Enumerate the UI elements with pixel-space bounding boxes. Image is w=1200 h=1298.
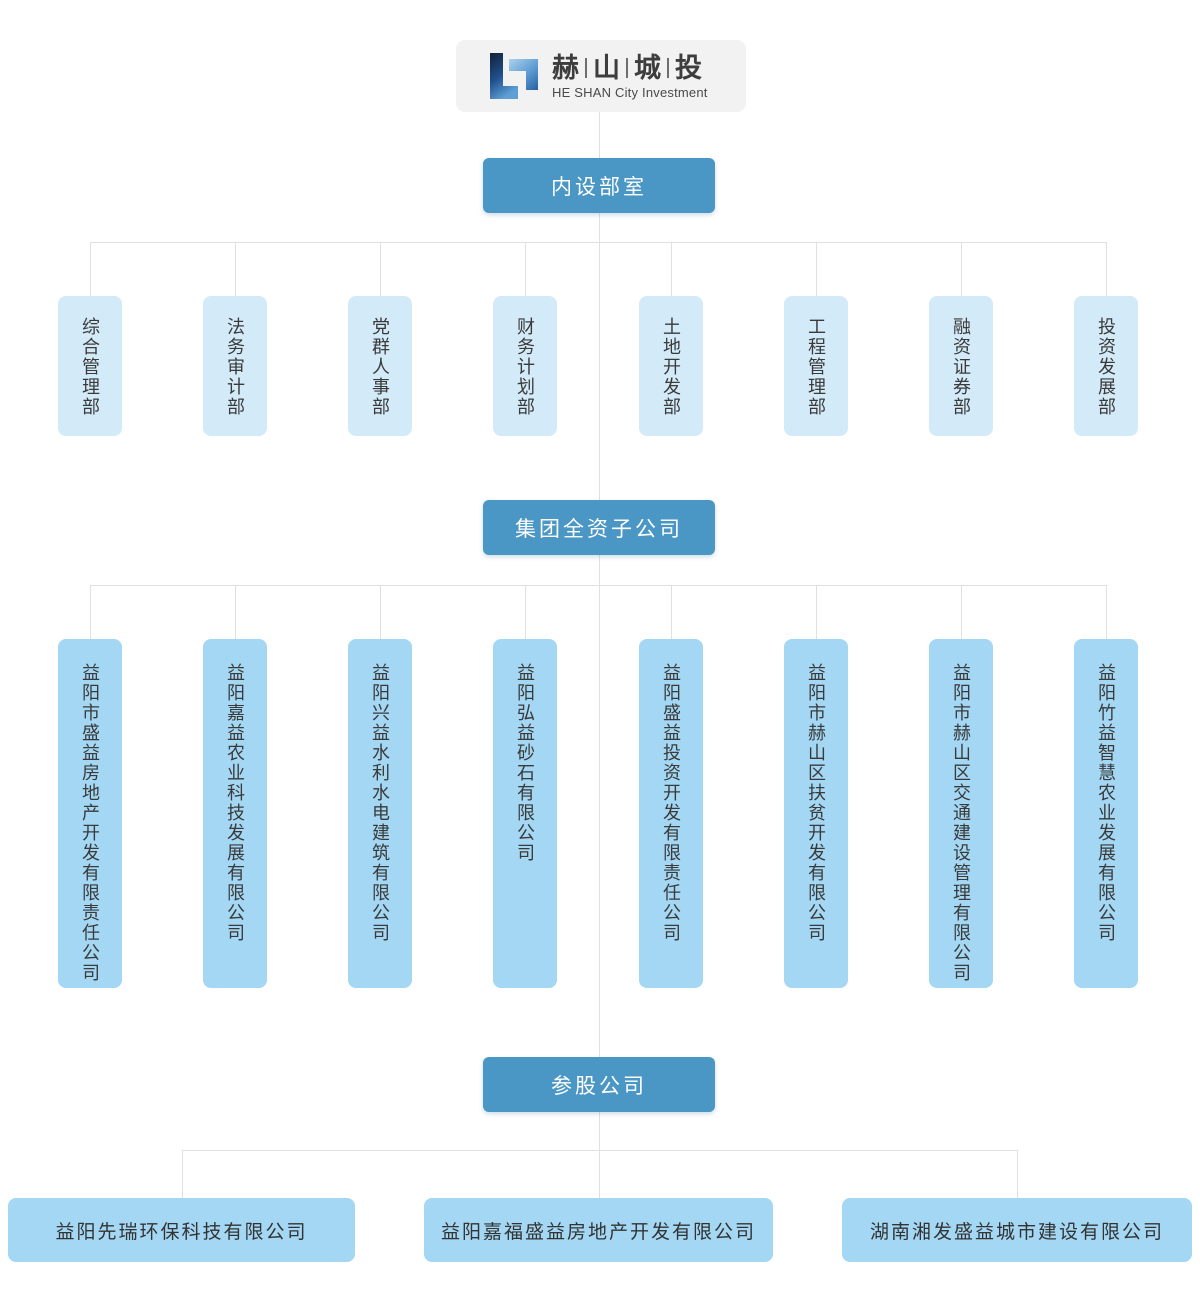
- connector-line: [380, 585, 381, 639]
- connector-line: [525, 585, 526, 639]
- department-label: 工程管理部: [806, 317, 826, 417]
- department-label: 党群人事部: [370, 317, 390, 417]
- subsidiary-box: 益阳盛益投资开发有限责任公司: [639, 639, 703, 988]
- connector-line: [235, 585, 236, 639]
- subsidiary-label: 益阳弘益砂石有限公司: [515, 663, 535, 863]
- affiliate-label: 湖南湘发盛益城市建设有限公司: [869, 1221, 1164, 1243]
- connector-line: [90, 242, 1107, 243]
- subsidiary-label: 益阳市赫山区交通建设管理有限公司: [951, 663, 971, 983]
- section-header-subsidiaries: 集团全资子公司: [483, 500, 715, 555]
- subsidiary-label: 益阳兴益水利水电建筑有限公司: [370, 663, 390, 943]
- logo-text: 赫 山 城 投 HE SHAN City Investment: [552, 53, 708, 100]
- department-label: 法务审计部: [225, 317, 245, 417]
- connector-line: [90, 585, 1107, 586]
- section-header-affiliates: 参股公司: [483, 1057, 715, 1112]
- lh-monogram-icon: [490, 53, 538, 99]
- logo-title-char: 山: [593, 52, 620, 83]
- department-box: 工程管理部: [784, 296, 848, 436]
- connector-line: [1106, 585, 1107, 639]
- subsidiary-box: 益阳嘉益农业科技发展有限公司: [203, 639, 267, 988]
- subsidiary-label: 益阳嘉益农业科技发展有限公司: [225, 663, 245, 943]
- logo-title-char: 城: [634, 52, 661, 83]
- logo-title-char: 赫: [552, 52, 579, 83]
- connector-line: [816, 585, 817, 639]
- affiliate-box: 湖南湘发盛益城市建设有限公司: [842, 1198, 1192, 1262]
- connector-line: [671, 585, 672, 639]
- department-label: 综合管理部: [80, 317, 100, 417]
- affiliate-box: 益阳先瑞环保科技有限公司: [8, 1198, 355, 1262]
- subsidiary-box: 益阳弘益砂石有限公司: [493, 639, 557, 988]
- department-label: 投资发展部: [1096, 317, 1116, 417]
- logo-separator: [585, 57, 587, 78]
- connector-line: [599, 1150, 600, 1198]
- department-box: 融资证券部: [929, 296, 993, 436]
- subsidiary-label: 益阳市盛益房地产开发有限责任公司: [80, 663, 100, 983]
- company-logo: 赫 山 城 投 HE SHAN City Investment: [456, 40, 746, 112]
- logo-separator: [626, 57, 628, 78]
- logo-title: 赫 山 城 投: [552, 53, 702, 83]
- connector-line: [816, 242, 817, 296]
- department-label: 融资证券部: [951, 317, 971, 417]
- logo-separator: [667, 57, 669, 78]
- subsidiary-box: 益阳竹益智慧农业发展有限公司: [1074, 639, 1138, 988]
- connector-line: [235, 242, 236, 296]
- connector-line: [671, 242, 672, 296]
- department-box: 法务审计部: [203, 296, 267, 436]
- connector-line: [1106, 242, 1107, 296]
- logo-title-char: 投: [675, 52, 702, 83]
- connector-line: [961, 585, 962, 639]
- department-box: 党群人事部: [348, 296, 412, 436]
- connector-line: [525, 242, 526, 296]
- subsidiary-box: 益阳市盛益房地产开发有限责任公司: [58, 639, 122, 988]
- connector-line: [90, 585, 91, 639]
- subsidiary-label: 益阳市赫山区扶贫开发有限公司: [806, 663, 826, 943]
- department-box: 财务计划部: [493, 296, 557, 436]
- department-box: 综合管理部: [58, 296, 122, 436]
- department-label: 财务计划部: [515, 317, 535, 417]
- connector-line: [182, 1150, 183, 1198]
- connector-line: [961, 242, 962, 296]
- subsidiary-label: 益阳竹益智慧农业发展有限公司: [1096, 663, 1116, 943]
- subsidiary-box: 益阳兴益水利水电建筑有限公司: [348, 639, 412, 988]
- affiliate-label: 益阳先瑞环保科技有限公司: [55, 1221, 308, 1243]
- subsidiary-box: 益阳市赫山区扶贫开发有限公司: [784, 639, 848, 988]
- connector-line: [90, 242, 91, 296]
- affiliate-box: 益阳嘉福盛益房地产开发有限公司: [424, 1198, 773, 1262]
- affiliate-label: 益阳嘉福盛益房地产开发有限公司: [440, 1221, 756, 1243]
- connector-line: [599, 112, 600, 1150]
- logo-subtitle: HE SHAN City Investment: [552, 84, 708, 100]
- subsidiary-box: 益阳市赫山区交通建设管理有限公司: [929, 639, 993, 988]
- connector-line: [1017, 1150, 1018, 1198]
- connector-line: [380, 242, 381, 296]
- department-box: 土地开发部: [639, 296, 703, 436]
- department-label: 土地开发部: [661, 317, 681, 417]
- subsidiary-label: 益阳盛益投资开发有限责任公司: [661, 663, 681, 943]
- department-box: 投资发展部: [1074, 296, 1138, 436]
- section-header-departments: 内设部室: [483, 158, 715, 213]
